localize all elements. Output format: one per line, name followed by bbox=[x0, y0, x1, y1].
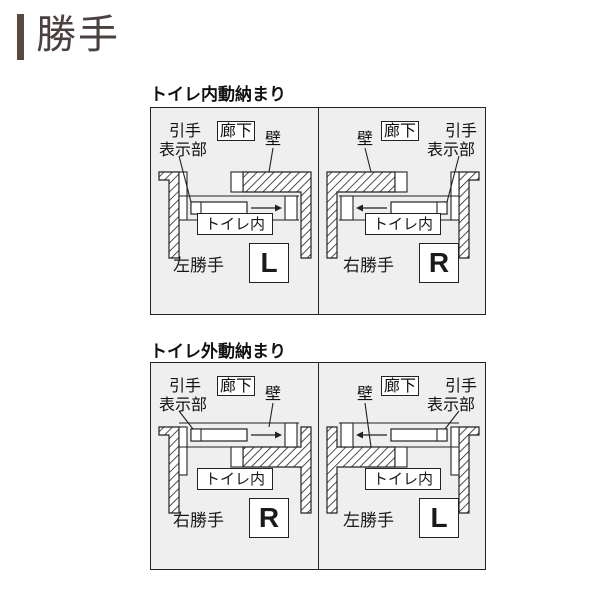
slide-arrow-head bbox=[275, 431, 282, 439]
wall-leader-line bbox=[268, 147, 274, 173]
wall-leader-line bbox=[364, 402, 372, 448]
door-stop bbox=[230, 171, 244, 193]
hand-letter-badge: R bbox=[249, 498, 289, 538]
hatched-wall bbox=[242, 426, 312, 514]
wall-label: 壁 bbox=[357, 384, 374, 403]
door-jamb bbox=[340, 422, 354, 448]
door-plan-diagram bbox=[326, 402, 480, 514]
section-title-outside: トイレ外動納まり bbox=[150, 342, 286, 362]
door-plan-diagram bbox=[326, 147, 480, 259]
wall-leader-line bbox=[364, 147, 372, 173]
indicator-label: 表示部 bbox=[159, 395, 208, 414]
panel-outside-left-hand: 壁 廊下 引手 表示部 トイレ内 左勝手 L bbox=[319, 363, 486, 569]
door-jamb bbox=[284, 195, 298, 221]
panel-inside-left-hand: 引手 表示部 廊下 壁 トイレ内 左勝手 L bbox=[151, 108, 318, 314]
panel-inside-right-hand: 壁 廊下 引手 表示部 トイレ内 右勝手 R bbox=[319, 108, 486, 314]
corridor-label: 廊下 bbox=[217, 121, 256, 141]
pull-leader-line bbox=[444, 410, 460, 430]
panel-group-outside: 引手 表示部 廊下 壁 トイレ内 右勝手 R 壁 廊下 引手 表示部 トイレ内 … bbox=[150, 362, 486, 570]
wall-label: 壁 bbox=[357, 129, 374, 148]
hand-text: 右勝手 bbox=[173, 511, 224, 531]
panel-group-inside: 引手 表示部 廊下 壁 トイレ内 左勝手 L 壁 廊下 引手 表示部 トイレ内 … bbox=[150, 107, 486, 315]
indicator-label: 表示部 bbox=[427, 140, 476, 159]
door-stop bbox=[394, 446, 408, 468]
pull-handle bbox=[190, 201, 202, 215]
title-accent-bar bbox=[17, 14, 24, 60]
indicator-label: 表示部 bbox=[159, 140, 208, 159]
door-stop bbox=[394, 171, 408, 193]
panel-outside-right-hand: 引手 表示部 廊下 壁 トイレ内 右勝手 R bbox=[151, 363, 318, 569]
slide-arrow-head bbox=[356, 204, 363, 212]
toilet-label: トイレ内 bbox=[365, 468, 441, 490]
hand-text: 左勝手 bbox=[173, 256, 224, 276]
indicator-label: 表示部 bbox=[427, 395, 476, 414]
pull-handle bbox=[436, 428, 448, 442]
page-title: 勝手 bbox=[36, 12, 120, 58]
hand-letter-badge: L bbox=[419, 498, 459, 538]
door-jamb bbox=[284, 422, 298, 448]
slide-arrow-head bbox=[356, 431, 363, 439]
toilet-label: トイレ内 bbox=[197, 468, 273, 490]
hatched-wall bbox=[458, 171, 480, 259]
slide-arrow-head bbox=[275, 204, 282, 212]
wall-label: 壁 bbox=[265, 384, 282, 403]
pull-label: 引手 bbox=[169, 376, 202, 395]
door-jamb bbox=[178, 426, 188, 476]
pull-handle bbox=[436, 201, 448, 215]
pull-handle bbox=[190, 428, 202, 442]
corridor-label: 廊下 bbox=[217, 376, 256, 396]
hand-text: 左勝手 bbox=[343, 511, 394, 531]
pull-label: 引手 bbox=[169, 121, 202, 140]
door-jamb bbox=[340, 195, 354, 221]
toilet-label: トイレ内 bbox=[365, 213, 441, 235]
pull-leader-line bbox=[178, 155, 192, 203]
panel-divider bbox=[318, 108, 320, 314]
door-plan-diagram bbox=[158, 402, 312, 514]
hatched-wall bbox=[158, 426, 180, 514]
toilet-label: トイレ内 bbox=[197, 213, 273, 235]
door-stop bbox=[230, 446, 244, 468]
corridor-label: 廊下 bbox=[381, 121, 420, 141]
panel-divider bbox=[318, 363, 320, 569]
hatched-wall bbox=[158, 171, 180, 259]
hand-letter-badge: R bbox=[419, 243, 459, 283]
corridor-label: 廊下 bbox=[381, 376, 420, 396]
hand-letter-badge: L bbox=[249, 243, 289, 283]
pull-leader-line bbox=[446, 155, 460, 203]
door-jamb bbox=[450, 426, 460, 476]
pull-label: 引手 bbox=[445, 121, 478, 140]
pull-label: 引手 bbox=[445, 376, 478, 395]
section-title-inside: トイレ内動納まり bbox=[150, 85, 286, 105]
wall-label: 壁 bbox=[265, 129, 282, 148]
hatched-wall bbox=[458, 426, 480, 514]
hand-text: 右勝手 bbox=[343, 256, 394, 276]
pull-leader-line bbox=[178, 410, 194, 430]
door-plan-diagram bbox=[158, 147, 312, 259]
wall-leader-line bbox=[268, 402, 274, 428]
